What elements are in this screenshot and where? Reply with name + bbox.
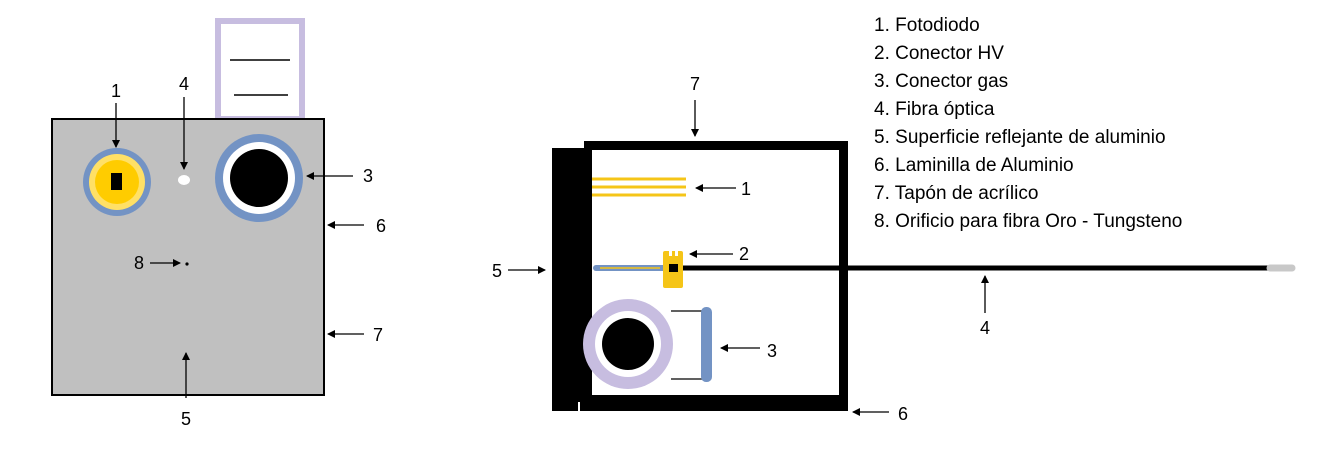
front-view: 1 4 3 6 8 7 5	[51, 18, 386, 429]
label-3: 3	[363, 166, 373, 186]
reflective-surface	[552, 148, 592, 411]
legend-item: 6. Laminilla de Aluminio	[874, 152, 1182, 180]
legend-item: 8. Orificio para fibra Oro - Tungsteno	[874, 208, 1182, 236]
side-label-1: 1	[741, 179, 751, 199]
gold-tungsten-hole	[185, 262, 189, 266]
legend-number: 4.	[874, 99, 890, 120]
legend-text: Laminilla de Aluminio	[895, 155, 1074, 176]
hv-connector-notch-2	[675, 247, 678, 256]
legend-number: 6.	[874, 155, 890, 176]
legend-text: Conector HV	[895, 43, 1004, 64]
label-6: 6	[376, 216, 386, 236]
legend-text: Fotodiodo	[895, 15, 980, 36]
housing-top	[584, 141, 848, 150]
label-7: 7	[373, 325, 383, 345]
legend-item: 7. Tapón de acrílico	[874, 180, 1182, 208]
legend-number: 7.	[874, 183, 890, 204]
hv-connector-notch-1	[669, 247, 672, 256]
legend-item: 5. Superficie reflejante de aluminio	[874, 124, 1182, 152]
legend-text: Superficie reflejante de aluminio	[895, 127, 1166, 148]
label-1: 1	[111, 81, 121, 101]
legend-item: 2. Conector HV	[874, 40, 1182, 68]
label-5: 5	[181, 409, 191, 429]
side-label-4: 4	[980, 318, 990, 338]
legend-number: 1.	[874, 15, 890, 36]
side-label-7: 7	[690, 74, 700, 94]
legend-text: Orificio para fibra Oro - Tungsteno	[895, 211, 1183, 232]
gas-connector-box	[215, 18, 305, 122]
label-4: 4	[179, 74, 189, 94]
optical-fiber-hole	[178, 175, 190, 185]
legend-item: 4. Fibra óptica	[874, 96, 1182, 124]
side-label-2: 2	[739, 244, 749, 264]
legend-item: 1. Fotodiodo	[874, 12, 1182, 40]
housing-bottom	[580, 395, 848, 411]
legend-number: 3.	[874, 71, 890, 92]
legend-number: 2.	[874, 43, 890, 64]
legend: 1. Fotodiodo 2. Conector HV 3. Conector …	[874, 12, 1182, 236]
legend-number: 8.	[874, 211, 890, 232]
label-8: 8	[134, 253, 144, 273]
gas-port-hole	[230, 149, 288, 207]
legend-text: Conector gas	[895, 71, 1009, 92]
legend-text: Tapón de acrílico	[894, 183, 1039, 204]
side-label-5: 5	[492, 261, 502, 281]
gas-connector-hole	[602, 318, 654, 370]
legend-item: 3. Conector gas	[874, 68, 1182, 96]
side-label-3: 3	[767, 341, 777, 361]
side-view: 7 1 2 5 4 3 6	[492, 74, 1296, 424]
legend-number: 5.	[874, 127, 890, 148]
gas-connector-flange	[701, 307, 712, 382]
hv-connector-core	[669, 264, 678, 272]
legend-text: Fibra óptica	[895, 99, 995, 120]
photodiode-chip	[111, 173, 122, 190]
side-label-6: 6	[898, 404, 908, 424]
housing-right	[839, 141, 848, 411]
